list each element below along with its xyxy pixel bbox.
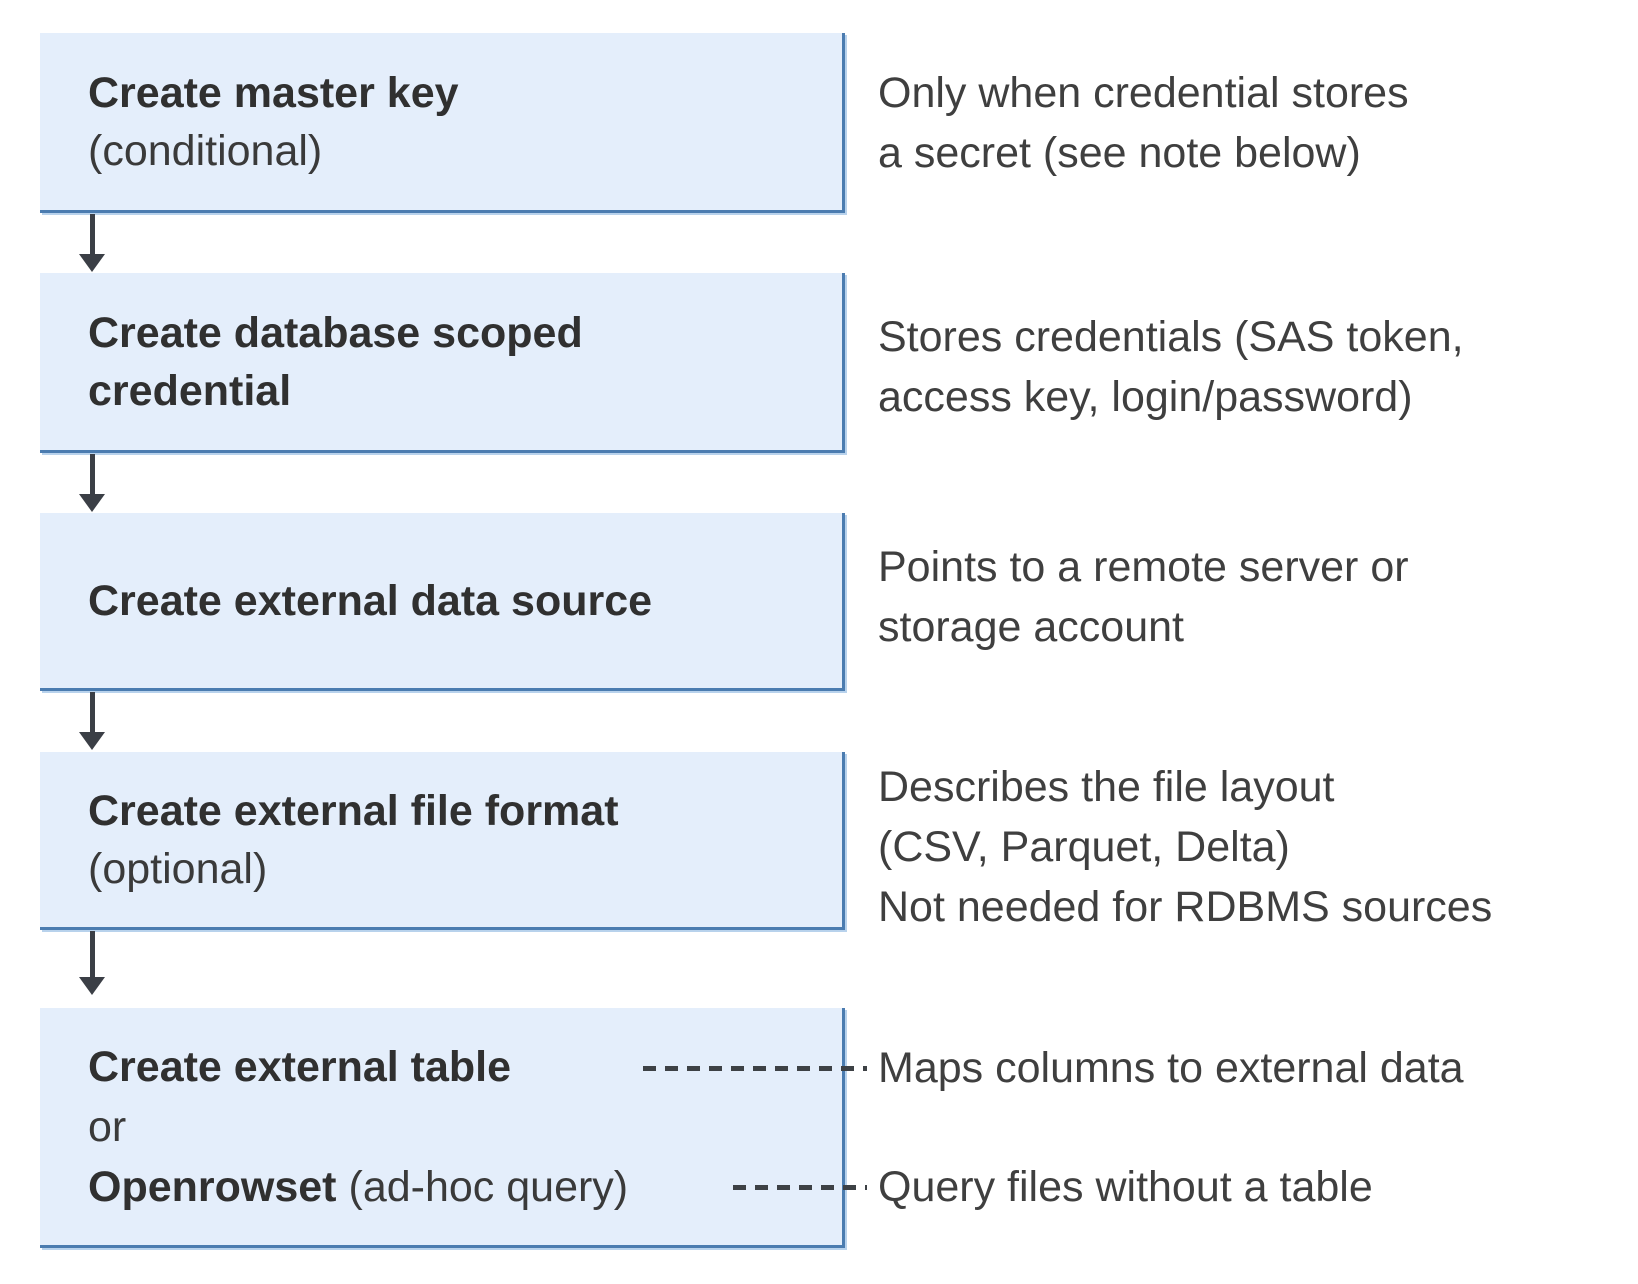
annotation-line: Query files without a table — [878, 1163, 1373, 1211]
step-alt-line: Openrowset(ad-hoc query) — [88, 1157, 842, 1217]
step-title: Create external file format — [88, 786, 619, 835]
arrow-head — [79, 977, 105, 995]
annotation-line: Points to a remote server or — [878, 543, 1409, 591]
annotation-line: Maps columns to external data — [878, 1044, 1464, 1092]
annotation-data-source: Points to a remote server or storage acc… — [878, 537, 1409, 657]
flow-arrow-down-icon — [79, 214, 105, 272]
annotation-line: access key, login/password) — [878, 373, 1413, 421]
dashed-connector-openrowset — [733, 1185, 867, 1190]
step-box-create-database-scoped-credential: Create database scoped credential — [40, 273, 845, 453]
annotation-line: Describes the file layout — [878, 763, 1335, 811]
annotation-file-format: Describes the file layout (CSV, Parquet,… — [878, 757, 1492, 937]
step-title: Create master key — [88, 68, 459, 117]
step-or-word: or — [88, 1102, 127, 1151]
arrow-stem — [90, 454, 95, 497]
step-alt-suffix: (ad-hoc query) — [348, 1162, 629, 1211]
annotation-line: a secret (see note below) — [878, 129, 1361, 177]
flow-arrow-down-icon — [79, 692, 105, 750]
arrow-stem — [90, 931, 95, 980]
step-box-create-external-data-source: Create external data source — [40, 513, 845, 691]
annotation-external-table: Maps columns to external data — [878, 1038, 1464, 1098]
annotation-line: Only when credential stores — [878, 69, 1409, 117]
annotation-credential: Stores credentials (SAS token, access ke… — [878, 307, 1464, 427]
annotation-openrowset: Query files without a table — [878, 1157, 1373, 1217]
flow-arrow-down-icon — [79, 454, 105, 512]
annotation-line: (CSV, Parquet, Delta) — [878, 823, 1290, 871]
step-box-create-external-table-or-openrowset: Create external table or Openrowset(ad-h… — [40, 1008, 845, 1248]
arrow-stem — [90, 214, 95, 257]
arrow-head — [79, 732, 105, 750]
dashed-connector-external-table — [643, 1066, 867, 1071]
arrow-head — [79, 494, 105, 512]
step-box-create-master-key: Create master key (conditional) — [40, 33, 845, 213]
step-box-create-external-file-format: Create external file format (optional) — [40, 752, 845, 930]
step-title-line: credential — [88, 366, 292, 415]
step-subtitle: (conditional) — [88, 126, 323, 175]
annotation-master-key: Only when credential stores a secret (se… — [878, 63, 1409, 183]
step-subtitle: (optional) — [88, 844, 268, 893]
step-title-line: Create database scoped — [88, 308, 583, 357]
step-title: Create external table — [88, 1042, 512, 1091]
step-title: Create external data source — [88, 576, 653, 625]
step-alt-title: Openrowset — [88, 1162, 337, 1211]
annotation-line: storage account — [878, 603, 1184, 651]
annotation-line: Stores credentials (SAS token, — [878, 313, 1464, 361]
arrow-stem — [90, 692, 95, 735]
annotation-line: Not needed for RDBMS sources — [878, 883, 1493, 931]
flow-arrow-down-icon — [79, 931, 105, 995]
arrow-head — [79, 254, 105, 272]
